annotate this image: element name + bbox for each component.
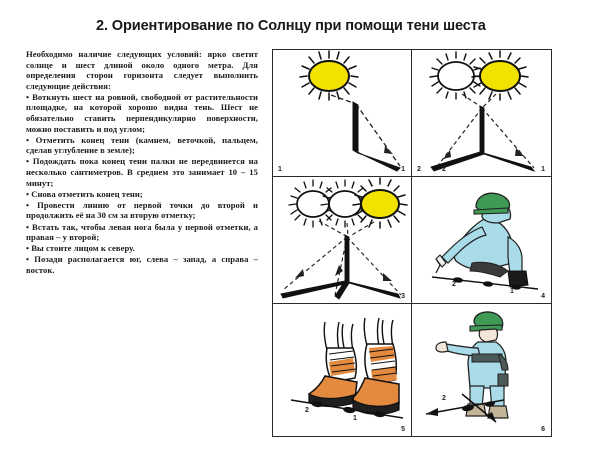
- panel-2-mark-label-1: 1: [541, 166, 545, 173]
- left-boot-icon: [308, 321, 358, 408]
- sun-icon: [352, 177, 408, 229]
- panel-4-mark-label-2: 2: [452, 281, 456, 288]
- illustration-panel-2: 2 2 1: [412, 50, 551, 177]
- panel-5-number: 5: [401, 426, 405, 433]
- instruction-bullet-6: • Встать так, чтобы левая нога была у пе…: [26, 221, 258, 243]
- illustration-grid: 1 1: [272, 49, 552, 437]
- pole-and-shadows: [280, 234, 401, 300]
- pole-and-shadows: [430, 105, 536, 172]
- illustration-panel-4: 2 1 4: [412, 177, 551, 304]
- panel-2-mark-label-2: 2: [442, 166, 446, 173]
- sun-ray-dashed-lines: [435, 93, 535, 169]
- instruction-bullet-7: • Вы стоите лицом к северу.: [26, 243, 135, 254]
- instructions-text-column: Необходимо наличие следующих условий: яр…: [26, 49, 258, 276]
- ground-line-with-marks: [290, 399, 404, 419]
- illustration-panel-3: 3: [273, 177, 412, 304]
- direction-line-with-arrows: [425, 393, 505, 423]
- sun-ray-dashed-lines: [282, 220, 402, 296]
- right-boot-icon: [352, 317, 400, 415]
- instruction-bullet-3: • Подождать пока конец тени палки не пер…: [26, 156, 258, 188]
- panel-3-drawing: [280, 177, 408, 300]
- instruction-bullet-4: • Снова отметить конец тени;: [26, 188, 143, 199]
- sun-ray-dashed-line: [330, 94, 401, 167]
- sun-icon: [299, 50, 359, 101]
- pole-and-shadow: [352, 101, 401, 172]
- panel-6-number: 6: [541, 426, 545, 433]
- soldier-kneeling-figure: [435, 192, 529, 288]
- panel-6-mark-label-2: 2: [442, 395, 446, 402]
- sun-icon: [471, 50, 529, 101]
- panel-3-number: 3: [401, 293, 405, 300]
- panel-2-drawing: [429, 50, 536, 172]
- panel-6-drawing: [425, 311, 509, 423]
- panel-1-number: 1: [278, 166, 282, 173]
- ground-line-with-marks: [431, 276, 539, 290]
- instruction-bullet-5: • Провести линию от первой точки до втор…: [26, 199, 258, 221]
- panel-1-drawing: [299, 50, 401, 172]
- sun-outline-icon: [429, 51, 483, 100]
- panel-5-mark-label-1: 1: [353, 415, 357, 422]
- panel-5-mark-label-2: 2: [305, 407, 309, 414]
- panel-4-mark-label-1: 1: [510, 288, 514, 295]
- panel-5-drawing: [290, 317, 404, 419]
- panel-4-drawing: [431, 192, 539, 290]
- sun-outline-icon-left: [288, 179, 338, 228]
- panel-2-number: 2: [417, 166, 421, 173]
- instruction-bullet-8: • Позади располагается юг, слева – запад…: [26, 254, 258, 275]
- instructions-intro: Необходимо наличие следующих условий: яр…: [26, 49, 258, 91]
- page-title: 2. Ориентирование по Солнцу при помощи т…: [96, 18, 486, 34]
- illustration-panel-6: 2 6: [412, 304, 551, 436]
- illustration-panel-5: 2 1 5: [273, 304, 412, 436]
- panel-4-number: 4: [541, 293, 545, 300]
- illustration-panel-1: 1 1: [273, 50, 412, 177]
- instruction-bullet-1: • Воткнуть шест на ровной, свободной от …: [26, 91, 258, 134]
- instruction-bullet-2: • Отметить конец тени (камнем, веточкой,…: [26, 134, 258, 156]
- panel-1-mark-label: 1: [401, 166, 405, 173]
